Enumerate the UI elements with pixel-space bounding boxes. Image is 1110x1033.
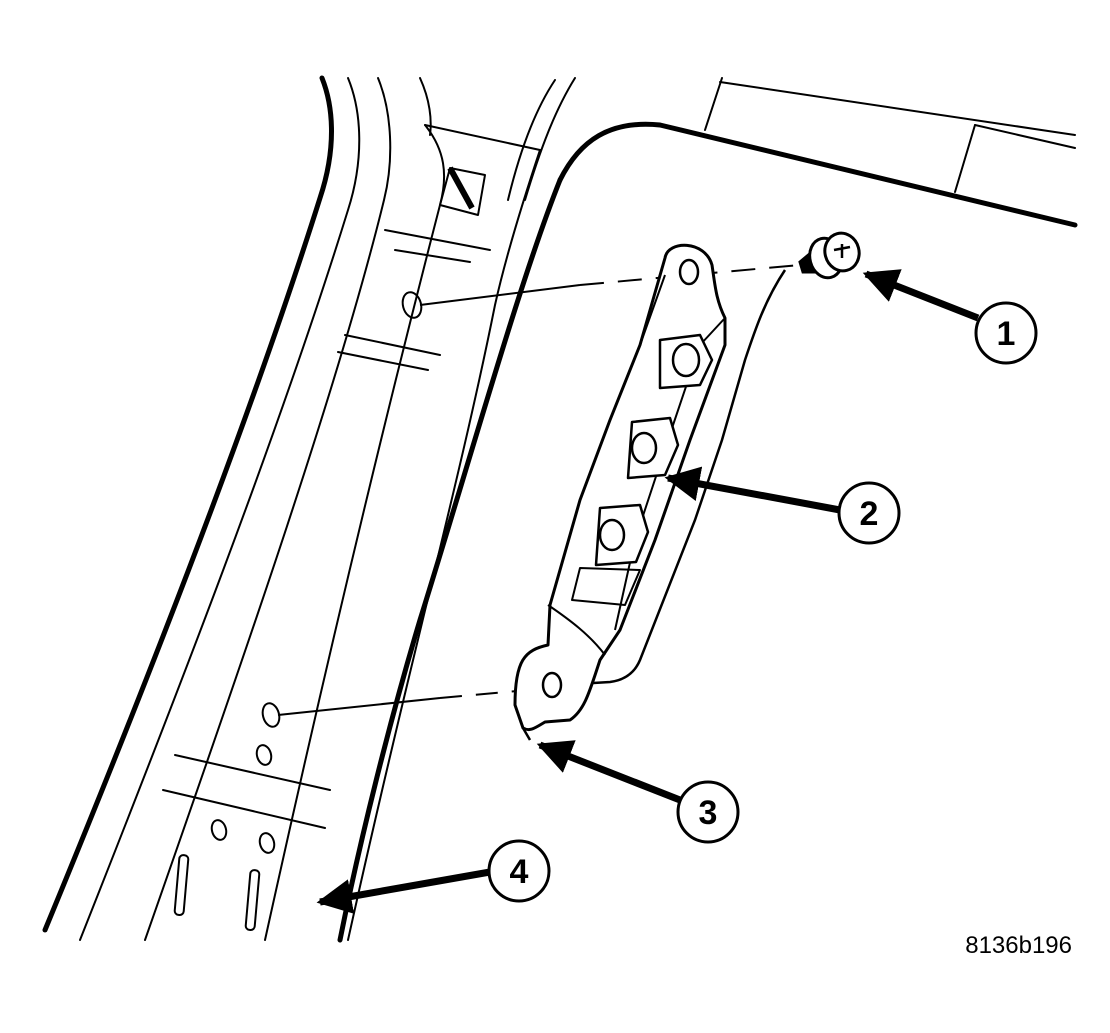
- svg-text:1: 1: [997, 315, 1016, 353]
- svg-text:3: 3: [699, 794, 718, 832]
- callout-arrows: [316, 269, 980, 914]
- svg-text:4: 4: [510, 853, 529, 891]
- screw-fastener: [798, 231, 861, 280]
- callout-3: 3: [676, 780, 740, 844]
- callout-4: 4: [487, 839, 551, 903]
- mounting-bracket: [513, 243, 727, 741]
- callout-1: 1: [974, 301, 1038, 365]
- trim-outline: [559, 269, 787, 687]
- figure-id: 8136b196: [965, 932, 1072, 959]
- svg-text:2: 2: [860, 495, 879, 533]
- callout-2: 2: [837, 481, 901, 545]
- body-pillar: [42, 75, 1078, 943]
